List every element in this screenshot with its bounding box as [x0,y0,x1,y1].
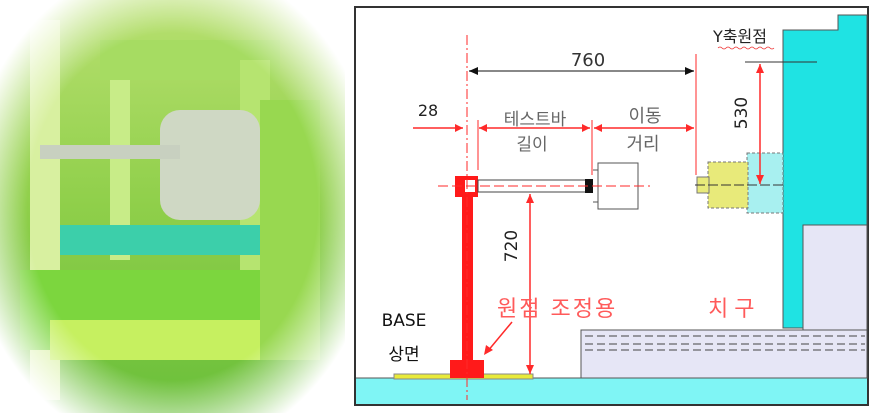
dim-28-label: 28 [418,101,438,120]
dim-720-label: 720 [502,230,522,262]
fixture-label-jig: 치구 [708,297,760,322]
testbar-length-label-1: 테스트바 [504,110,567,130]
dim-530-label: 530 [732,97,752,129]
floor [356,378,867,404]
machine-column [782,14,868,329]
test-bar-holder [597,162,639,210]
spindle-housing [746,152,784,214]
fixture-label-origin-adjust: 원점 조정용 [497,297,617,322]
travel-distance-label-2: 거리 [626,134,659,155]
y-axis-origin-label: Y축원점 [712,27,767,46]
dim-760-label: 760 [571,50,605,71]
testbar-length-label-2: 길이 [516,135,547,155]
travel-distance-label-1: 이동 [628,106,661,127]
base-top-surface-label: 상면 [388,345,419,365]
machine-bed [580,329,868,379]
base-label: BASE [382,311,427,331]
column-lower [802,224,868,331]
machine-photo [0,0,345,413]
